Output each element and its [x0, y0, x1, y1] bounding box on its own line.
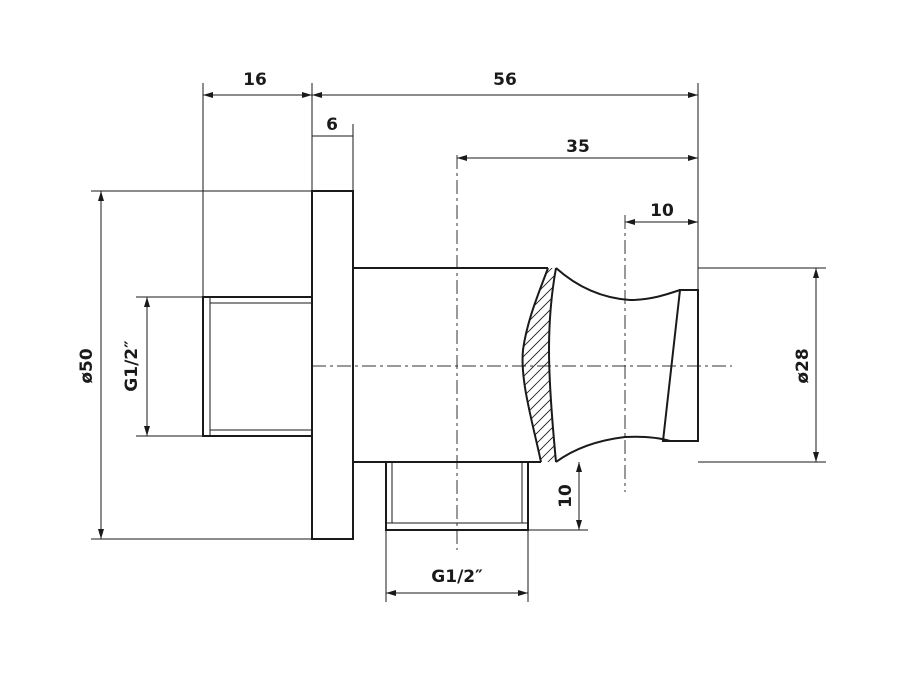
- dim-flange-diameter-label: ø50: [77, 348, 97, 384]
- dim-flange-thickness: 6: [312, 115, 353, 137]
- holder-end: [555, 267, 699, 463]
- section-hatch: [522, 268, 556, 462]
- dim-outlet-height-label: 10: [556, 484, 576, 508]
- dim-outlet-position-label: 35: [566, 137, 590, 157]
- inlet-thread: [202, 296, 313, 437]
- dim-outlet-height: 10: [556, 462, 582, 530]
- dim-inlet-thread-label: G1/2″: [122, 340, 142, 392]
- extension-lines: [91, 83, 826, 602]
- flange: [311, 190, 354, 540]
- dim-inlet-thread: G1/2″: [122, 297, 150, 436]
- dim-flange-thickness-label: 6: [326, 115, 338, 135]
- dim-thread-length: 16: [203, 70, 312, 98]
- dim-outlet-thread: G1/2″: [386, 567, 528, 596]
- dim-total-length-label: 56: [493, 70, 517, 90]
- dim-flange-diameter: ø50: [77, 191, 104, 539]
- dim-outlet-thread-label: G1/2″: [431, 567, 483, 587]
- dim-thread-length-label: 16: [243, 70, 267, 90]
- dim-end-length: 10: [625, 201, 698, 225]
- dim-end-length-label: 10: [650, 201, 674, 221]
- dim-body-diameter-label: ø28: [793, 348, 813, 383]
- outlet-thread: [385, 461, 529, 531]
- dim-total-length: 56: [312, 70, 698, 98]
- dim-outlet-position: 35: [457, 137, 698, 161]
- dim-body-diameter: ø28: [793, 268, 819, 462]
